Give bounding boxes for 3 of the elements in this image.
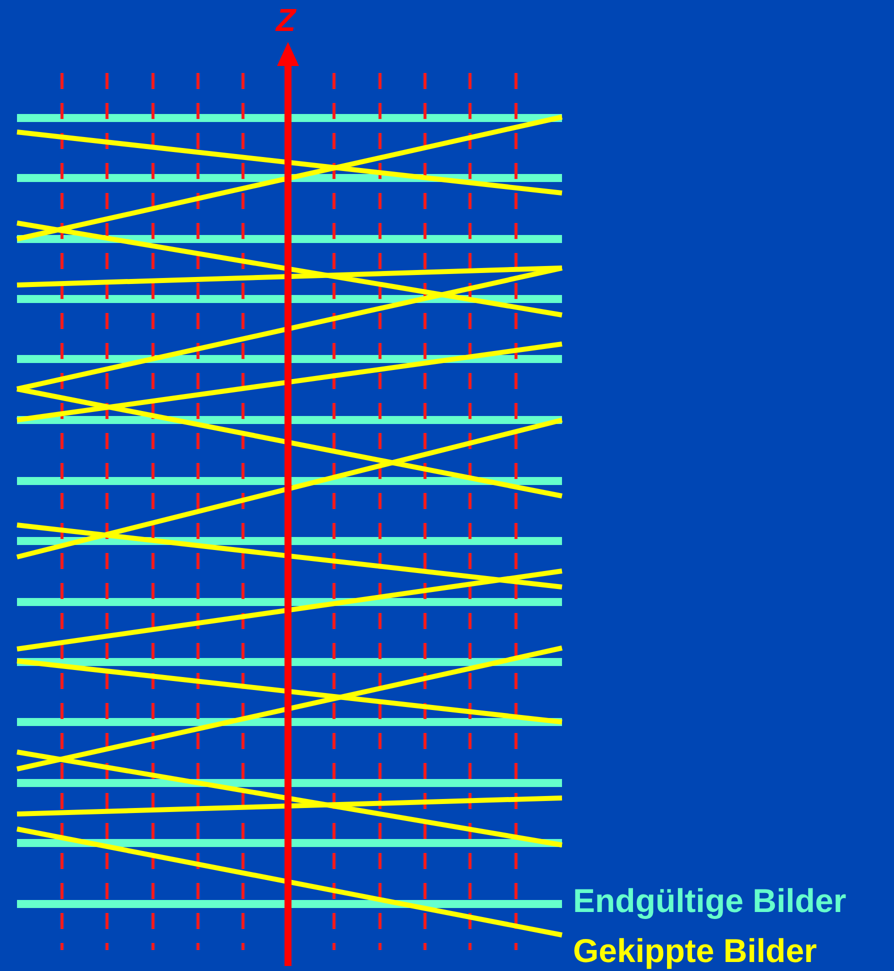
series-label: Endgültige Bilder xyxy=(573,884,846,917)
axis-label: Z xyxy=(276,4,296,36)
series-label: Gekippte Bilder xyxy=(573,934,817,967)
